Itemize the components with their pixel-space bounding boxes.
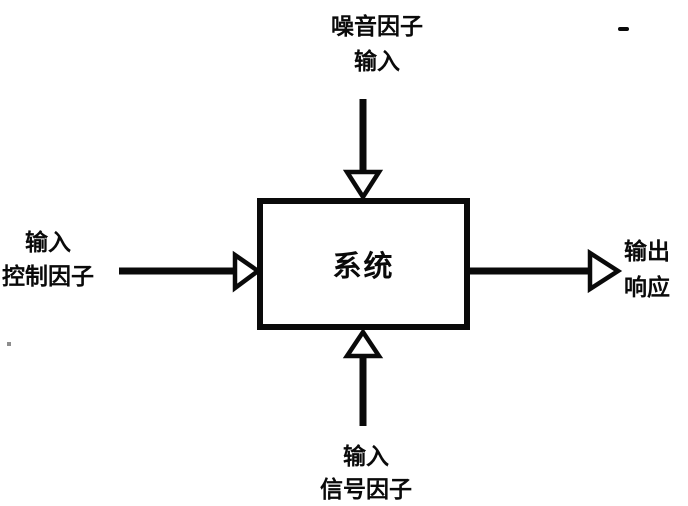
signal-factor-label: 输入 信号因子	[320, 441, 412, 506]
output-response-line2: 响应	[624, 275, 670, 301]
control-factor-label: 输入 控制因子	[2, 226, 94, 294]
output-response-label: 输出 响应	[624, 234, 670, 306]
signal-input-arrow	[342, 327, 384, 426]
noise-factor-label: 噪音因子 输入	[331, 10, 423, 80]
scan-dot-artifact	[7, 342, 11, 346]
control-factor-line1: 输入	[25, 230, 71, 256]
noise-input-arrow	[342, 99, 384, 202]
scan-dash-artifact	[618, 27, 629, 31]
control-input-arrow	[119, 250, 262, 293]
signal-factor-line1: 输入	[343, 444, 389, 470]
output-arrow	[468, 248, 623, 294]
system-box-label: 系统	[332, 249, 395, 283]
noise-factor-line2: 输入	[354, 49, 400, 75]
control-factor-line2: 控制因子	[2, 264, 94, 290]
noise-factor-line1: 噪音因子	[331, 14, 423, 40]
signal-factor-line2: 信号因子	[320, 477, 412, 503]
system-box: 系统	[257, 198, 470, 330]
output-response-line1: 输出	[624, 239, 670, 265]
